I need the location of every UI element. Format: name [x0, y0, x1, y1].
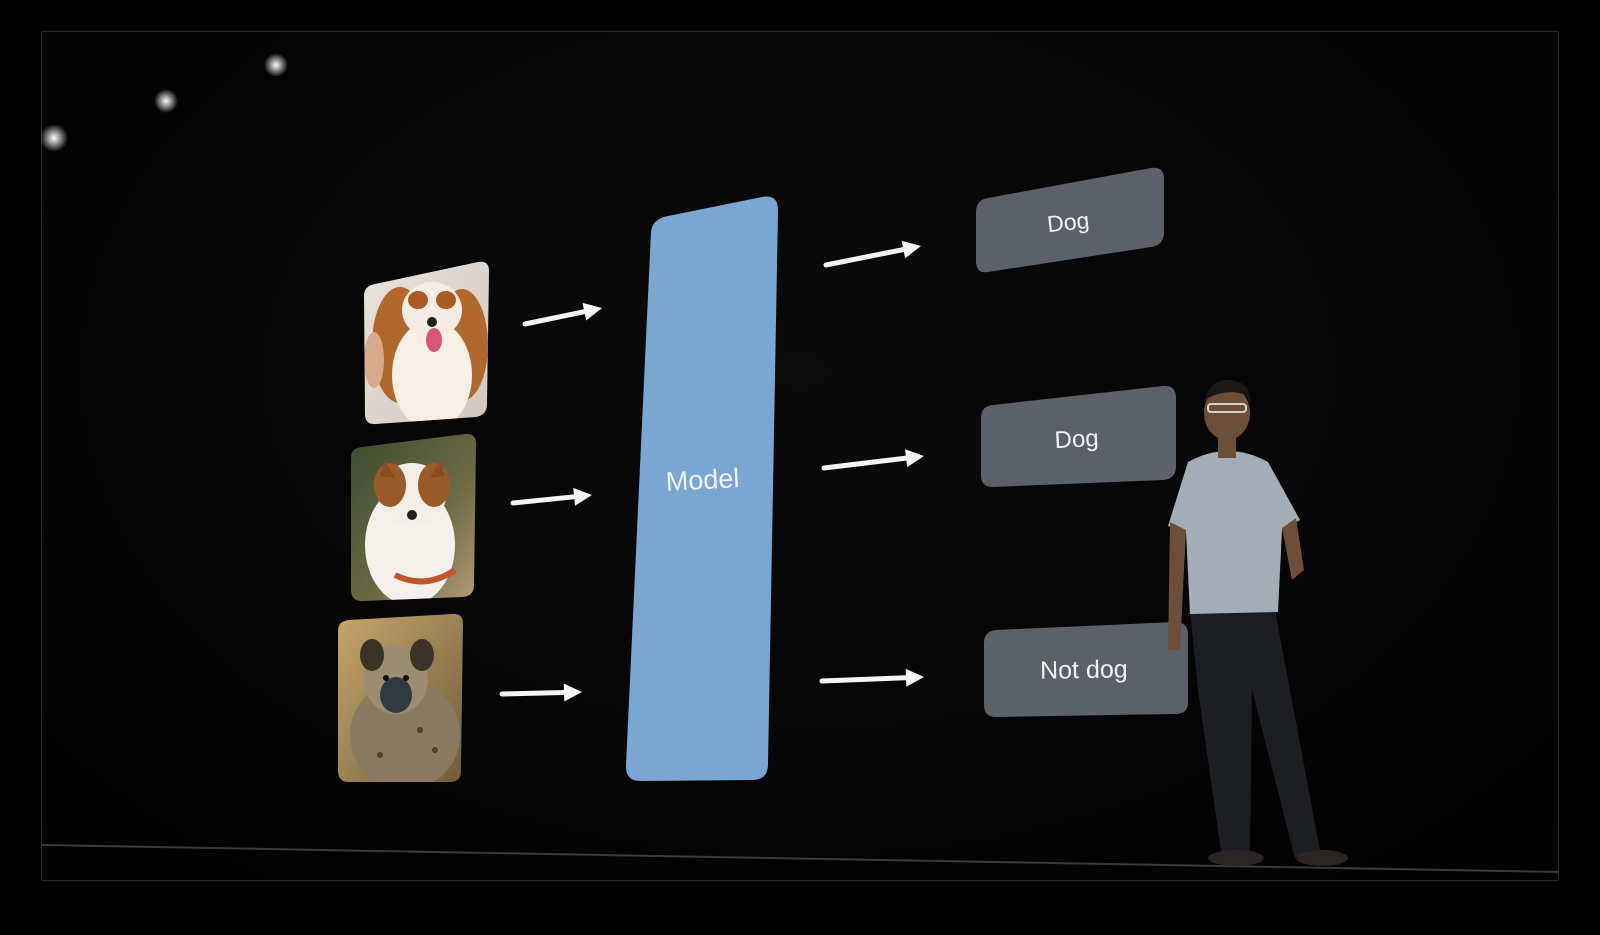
- stage-light-3: [264, 53, 288, 77]
- output-box-1-shape: [976, 167, 1164, 273]
- video-frame: [41, 31, 1559, 881]
- input-arrows: [499, 302, 602, 702]
- input-arrow-3: [499, 683, 582, 702]
- model-label: Model: [665, 463, 740, 497]
- collie-dog-photo-icon: [351, 433, 476, 601]
- output-arrow-3: [819, 668, 924, 687]
- output-arrow-1: [823, 240, 921, 268]
- output-label-2: Dog: [1054, 425, 1099, 454]
- stage-lights: [40, 53, 288, 152]
- input-arrow-1: [522, 302, 602, 327]
- output-box-1: Dog: [976, 167, 1164, 273]
- presenter: [1168, 379, 1348, 866]
- output-label-1: Dog: [1046, 207, 1091, 237]
- output-arrow-2: [821, 449, 924, 471]
- output-arrows: [819, 240, 924, 687]
- output-label-3: Not dog: [1040, 655, 1128, 685]
- cavalier-dog-photo-icon: [364, 261, 489, 425]
- output-box-3-shape: [984, 622, 1188, 717]
- model-block: Model: [625, 196, 778, 782]
- output-box-2: Dog: [981, 385, 1176, 487]
- output-box-2-shape: [981, 385, 1176, 487]
- input-arrow-2: [510, 487, 592, 506]
- model-block-shape: [625, 196, 778, 782]
- output-box-3: Not dog: [984, 622, 1188, 717]
- hyena-photo-icon: [338, 613, 463, 782]
- stage-light-2: [154, 89, 178, 113]
- input-images: [338, 261, 489, 782]
- stage-floor-edge: [40, 844, 1560, 873]
- stage-light-1: [40, 124, 68, 152]
- output-labels: Dog Dog Not dog: [976, 167, 1188, 717]
